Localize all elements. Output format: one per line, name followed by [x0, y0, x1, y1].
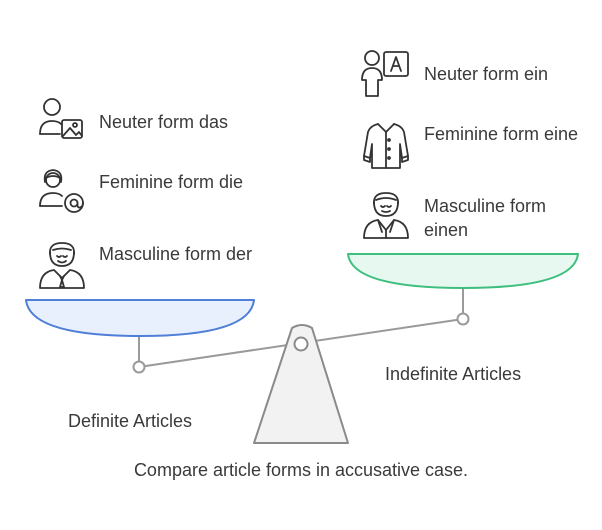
- right-item-neuter-label: Neuter form ein: [424, 64, 549, 84]
- left-pivot: [132, 360, 146, 374]
- person-letter-a-icon: [358, 44, 414, 100]
- woman-at-icon: [34, 166, 90, 222]
- man-tie-icon: [34, 238, 90, 294]
- left-item-neuter-label: Neuter form das: [99, 112, 229, 132]
- blouse-icon: [358, 118, 414, 174]
- left-item-feminine-label: Feminine form die: [99, 172, 244, 192]
- right-item-masculine-label: Masculine form einen: [424, 196, 547, 240]
- fulcrum-pivot: [293, 336, 309, 352]
- right-item-feminine-label: Feminine form eine: [424, 124, 579, 144]
- fulcrum: [253, 324, 349, 444]
- left-item-masculine-label: Masculine form der: [99, 244, 253, 264]
- definite-articles-title: Definite Articles: [68, 411, 193, 431]
- diagram-caption: Compare article forms in accusative case…: [133, 460, 469, 480]
- indefinite-articles-title: Indefinite Articles: [385, 364, 522, 384]
- right-pan: [347, 253, 579, 289]
- left-pan: [25, 299, 255, 337]
- man-suit-icon: [358, 188, 414, 244]
- right-pivot: [456, 312, 470, 326]
- person-image-icon: [34, 94, 90, 150]
